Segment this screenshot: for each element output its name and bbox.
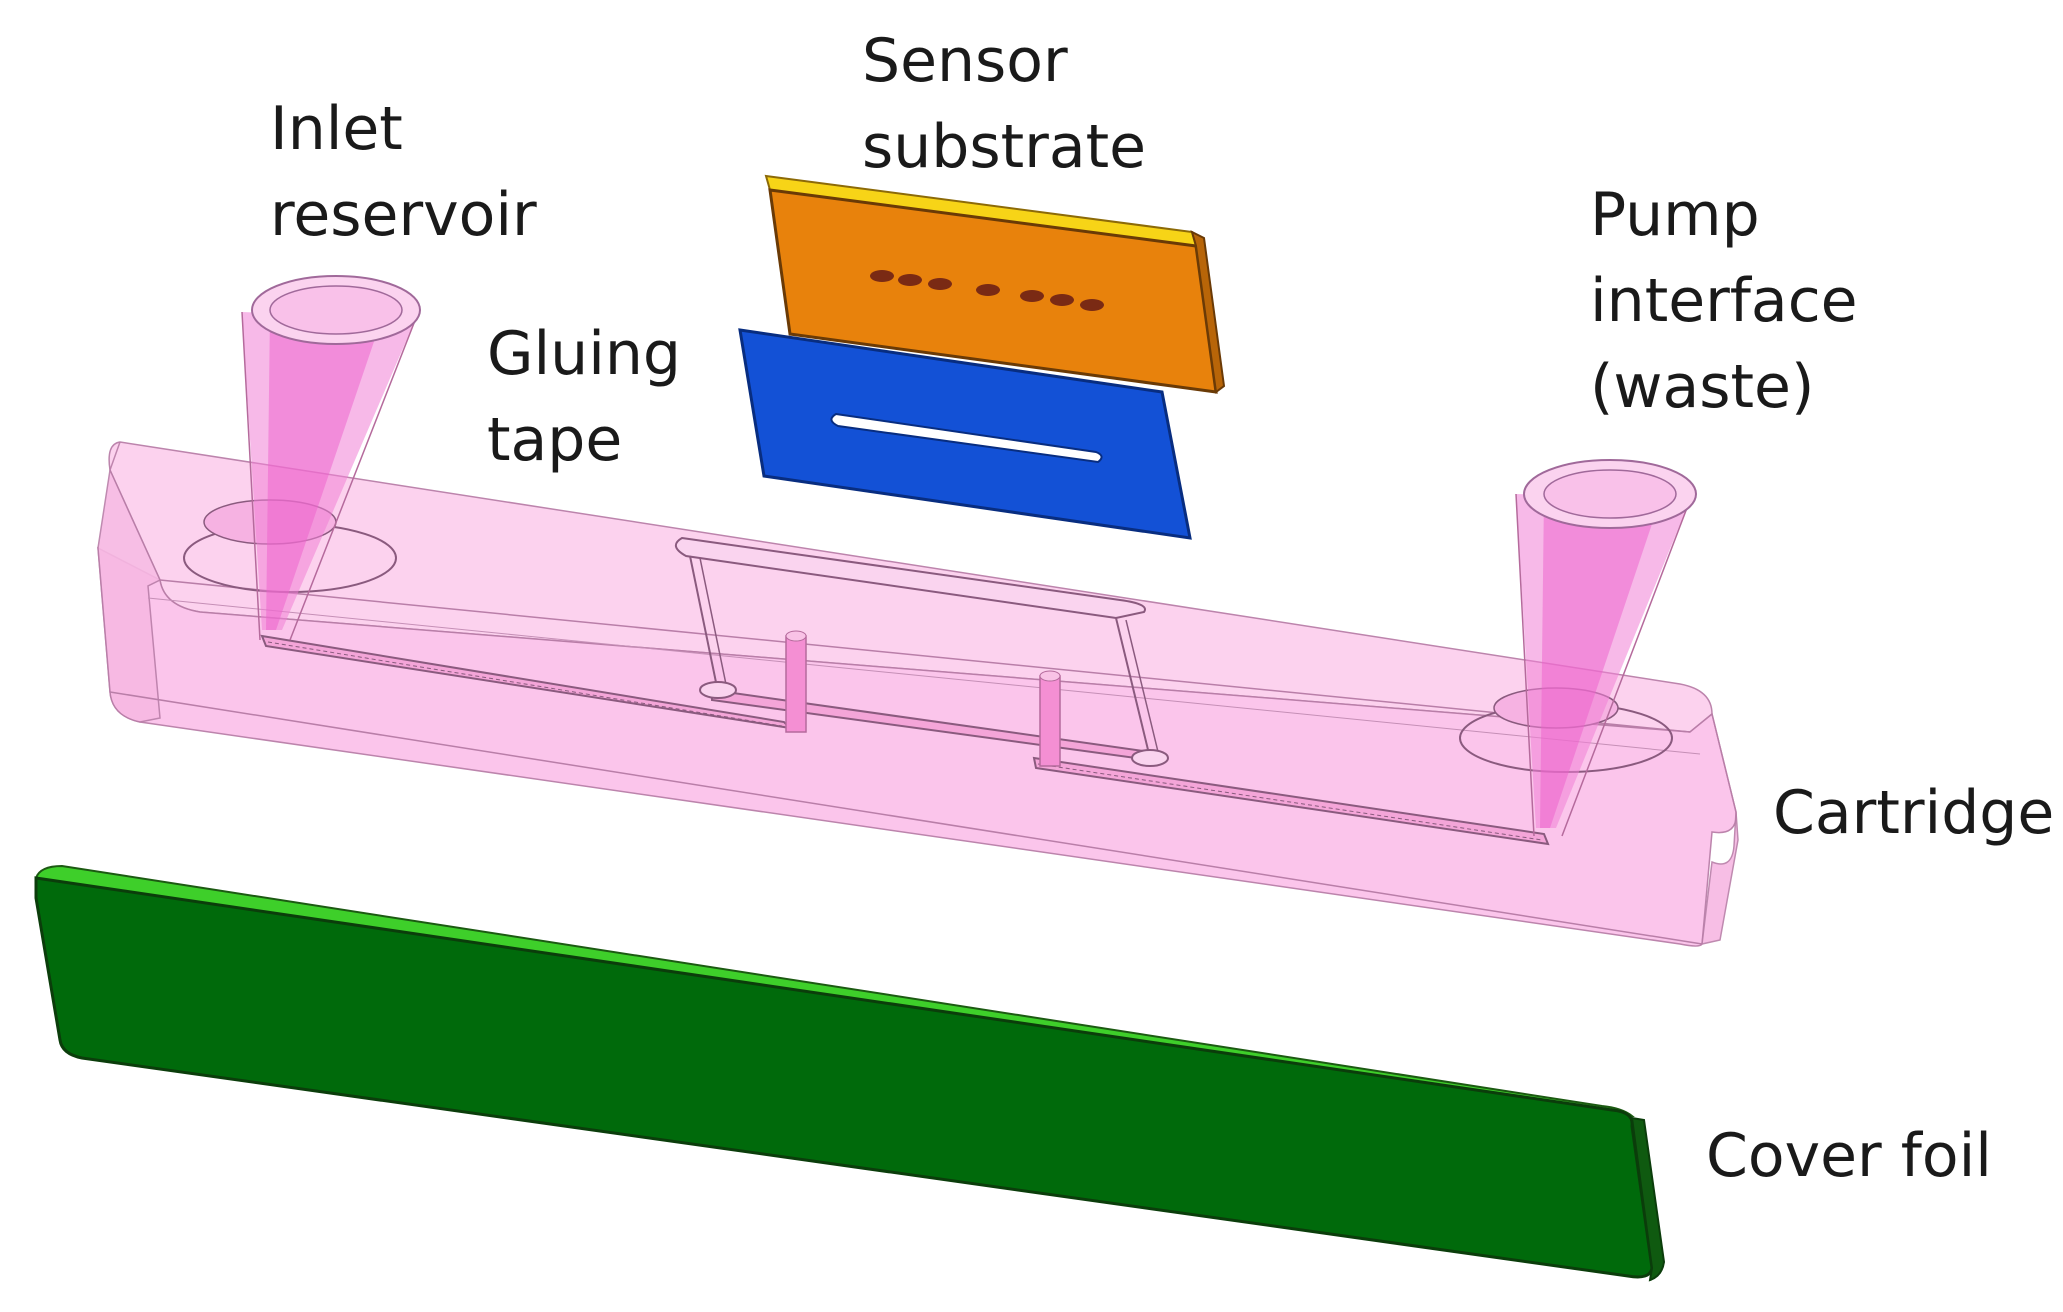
inlet-reservoir — [183, 275, 421, 641]
cover-foil — [34, 864, 1666, 1282]
label-pump-line2: interface — [1590, 266, 1858, 336]
channel-right — [1032, 756, 1550, 846]
label-inlet-reservoir: Inlet reservoir — [270, 86, 537, 258]
label-sensor-line2: substrate — [862, 112, 1147, 182]
label-gluing-tape: Gluing tape — [487, 311, 681, 483]
label-inlet-line2: reservoir — [270, 180, 537, 250]
label-pump-line1: Pump — [1590, 180, 1760, 250]
via-right — [1039, 675, 1061, 767]
cover-foil-side — [1630, 1116, 1666, 1282]
label-sensor-line1: Sensor — [862, 26, 1068, 96]
cartridge-right-end — [1701, 713, 1739, 945]
cartridge-left-end — [97, 441, 161, 723]
cover-foil-face — [34, 876, 1654, 1279]
sensor-spots — [870, 270, 1104, 311]
label-gluing-line2: tape — [487, 405, 623, 475]
label-inlet-line1: Inlet — [270, 94, 403, 164]
label-sensor-substrate: Sensor substrate — [862, 18, 1146, 190]
sensor-bridge — [675, 536, 1146, 620]
label-cartridge-text: Cartridge — [1773, 778, 2055, 848]
sensor-substrate — [764, 174, 1226, 394]
cartridge — [97, 441, 1739, 947]
label-pump-line3: (waste) — [1590, 352, 1815, 422]
label-gluing-line1: Gluing — [487, 319, 681, 389]
gluing-tape — [738, 328, 1192, 540]
label-cover-foil-text: Cover foil — [1706, 1121, 1992, 1191]
pump-interface — [1459, 459, 1697, 837]
label-cover-foil: Cover foil — [1706, 1113, 1992, 1199]
sensor-substrate-side — [1190, 230, 1226, 394]
label-cartridge: Cartridge — [1773, 770, 2054, 856]
gluing-tape-slot — [830, 412, 1103, 464]
label-pump-interface: Pump interface (waste) — [1590, 172, 1858, 430]
via-left — [785, 635, 807, 733]
